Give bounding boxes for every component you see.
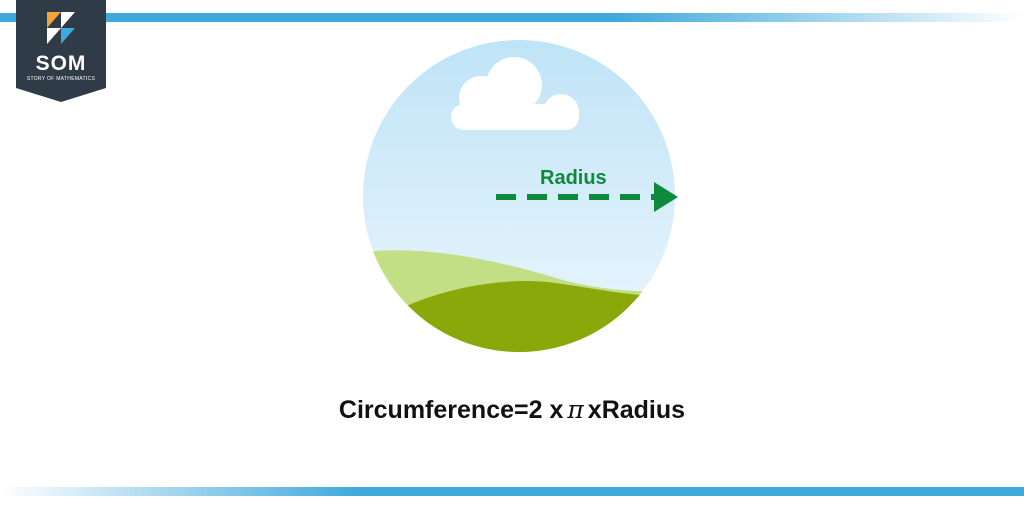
- radius-label: Radius: [540, 167, 607, 189]
- logo-name: SOM: [35, 52, 87, 75]
- top-accent-bar: [0, 13, 1024, 22]
- logo-badge-icon: [16, 0, 106, 102]
- pi-symbol: π: [567, 395, 584, 424]
- formula-left: Circumference=2 x: [338, 396, 564, 424]
- bottom-accent-bar: [0, 487, 1024, 496]
- cloud-icon: [451, 57, 579, 130]
- arrowhead-icon: [654, 182, 678, 212]
- circle-diagram: [363, 40, 678, 352]
- formula-right: xRadius: [587, 396, 686, 424]
- logo-tagline: STORY OF MATHEMATICS: [26, 76, 96, 82]
- radius-arrow: [496, 182, 678, 212]
- som-logo: SOM STORY OF MATHEMATICS: [16, 0, 106, 102]
